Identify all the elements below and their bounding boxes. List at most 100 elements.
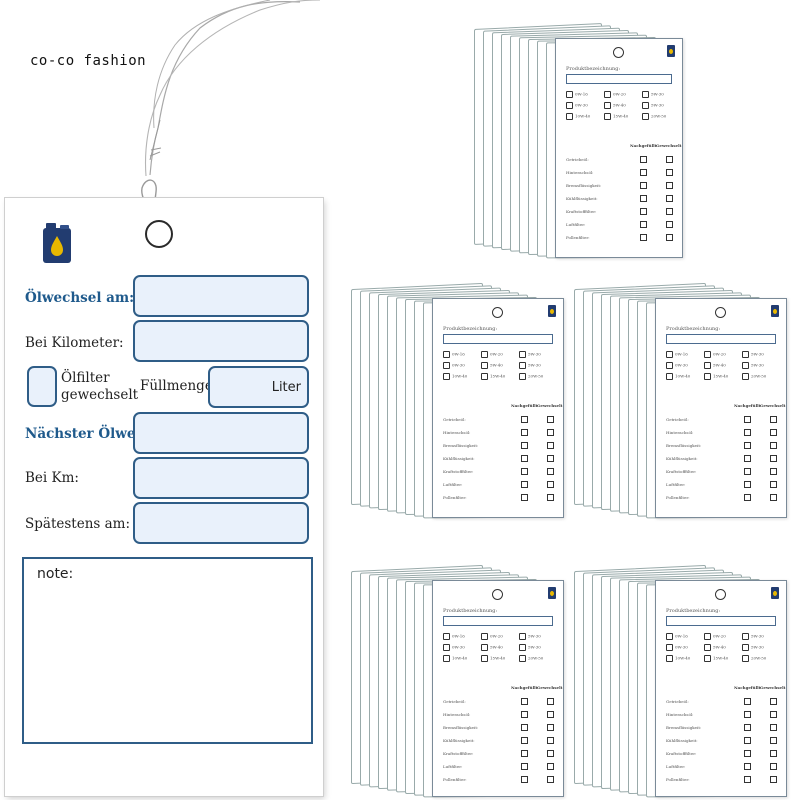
viscosity-option-label: 0W-20 [713,351,726,357]
viscosity-option: 5W-30 [742,633,764,640]
oil-filter-checkbox[interactable] [27,366,57,407]
refilled-checkbox [744,698,751,705]
viscosity-option: 5W-40 [481,644,503,651]
viscosity-option: 0W-16 [566,91,588,98]
mileage-label: Bei Kilometer: [25,335,124,351]
changed-checkbox [666,156,673,163]
next-change-field[interactable] [133,412,309,454]
viscosity-checkbox [604,91,611,98]
column-header-refilled: Nachgefüllt [630,143,657,148]
mini-card-title: Produktbezeichnung: [666,326,721,332]
oil-can-icon [43,223,71,263]
changed-checkbox [547,711,554,718]
refilled-checkbox [744,481,751,488]
viscosity-option-label: 5W-30 [751,633,764,639]
oil-change-date-field[interactable] [133,275,309,317]
mini-eyelet-hole [492,589,503,600]
fluid-row-label: Pollenfilter: [666,495,690,500]
viscosity-checkbox [519,644,526,651]
fluid-row-label: Bremsflüssigkeit: [443,725,479,730]
oil-filter-label: Ölfilter gewechselt [61,370,138,404]
viscosity-option-label: 20W-50 [651,113,667,119]
column-header-refilled: Nachgefüllt [734,403,761,408]
viscosity-checkbox [642,91,649,98]
viscosity-option-label: 5W-40 [490,362,503,368]
fluid-row-label: Kraftstofffilter: [566,209,597,214]
viscosity-option: 10W-40 [566,113,590,120]
refilled-checkbox [744,494,751,501]
viscosity-option: 15W-40 [604,113,628,120]
viscosity-option-label: 0W-16 [452,351,465,357]
mini-title-field [443,616,553,626]
fluid-row-label: Pollenfilter: [566,235,590,240]
column-header-changed: Gewechselt [656,143,682,148]
fluid-row-label: Luftfilter: [666,764,686,769]
changed-checkbox [547,737,554,744]
fluid-row-label: Hinterachsöl: [443,430,471,435]
refilled-checkbox [521,455,528,462]
viscosity-checkbox [666,655,673,662]
fluid-row-label: Bremsflüssigkeit: [566,183,602,188]
refilled-checkbox [521,442,528,449]
viscosity-option-label: 20W-50 [528,655,544,661]
mini-oil-can-icon [667,45,675,57]
refilled-checkbox [744,711,751,718]
viscosity-option-label: 5W-40 [613,102,626,108]
viscosity-option: 0W-30 [666,644,688,651]
viscosity-option-label: 5W-30 [528,351,541,357]
viscosity-option: 0W-30 [443,362,465,369]
viscosity-option: 15W-40 [704,655,728,662]
changed-checkbox [547,776,554,783]
viscosity-checkbox [704,351,711,358]
note-box[interactable]: note: [22,557,313,744]
fluid-row-label: Hinterachsöl: [666,430,694,435]
fluid-row-label: Bremsflüssigkeit: [666,443,702,448]
refilled-checkbox [521,494,528,501]
viscosity-checkbox [742,373,749,380]
viscosity-option: 0W-30 [666,362,688,369]
next-km-field[interactable] [133,457,309,499]
refilled-checkbox [521,750,528,757]
changed-checkbox [770,724,777,731]
viscosity-option-label: 5W-30 [528,633,541,639]
viscosity-option: 0W-16 [443,633,465,640]
viscosity-option-label: 0W-16 [675,351,688,357]
viscosity-option-label: 0W-20 [490,633,503,639]
changed-checkbox [666,169,673,176]
viscosity-option: 20W-50 [742,655,766,662]
next-km-label: Bei Km: [25,470,79,486]
viscosity-option-label: 20W-50 [528,373,544,379]
viscosity-checkbox [604,102,611,109]
changed-checkbox [666,208,673,215]
viscosity-checkbox [566,113,573,120]
viscosity-checkbox [742,362,749,369]
mileage-field[interactable] [133,320,309,362]
mini-eyelet-hole [613,47,624,58]
viscosity-option-label: 10W-40 [452,373,468,379]
column-header-refilled: Nachgefüllt [511,685,538,690]
viscosity-option-label: 15W-40 [613,113,629,119]
latest-date-field[interactable] [133,502,309,544]
viscosity-option-label: 0W-16 [575,91,588,97]
mini-title-field [566,74,672,84]
fluid-row-label: Kraftstofffilter: [666,751,697,756]
column-header-changed: Gewechselt [760,403,786,408]
viscosity-option: 5W-30 [519,644,541,651]
fluid-row-label: Hinterachsöl: [666,712,694,717]
oil-change-date-label: Ölwechsel am: [25,290,135,306]
fill-quantity-field[interactable]: Liter [208,366,309,408]
viscosity-checkbox [481,351,488,358]
fill-quantity-label: Füllmenge: [140,378,218,394]
viscosity-option-label: 15W-40 [713,373,729,379]
fluid-row-label: Pollenfilter: [443,777,467,782]
column-header-refilled: Nachgefüllt [734,685,761,690]
changed-checkbox [770,455,777,462]
viscosity-checkbox [519,362,526,369]
column-header-refilled: Nachgefüllt [511,403,538,408]
changed-checkbox [547,698,554,705]
note-label: note: [37,566,74,582]
refilled-checkbox [744,776,751,783]
changed-checkbox [547,763,554,770]
viscosity-option: 20W-50 [742,373,766,380]
